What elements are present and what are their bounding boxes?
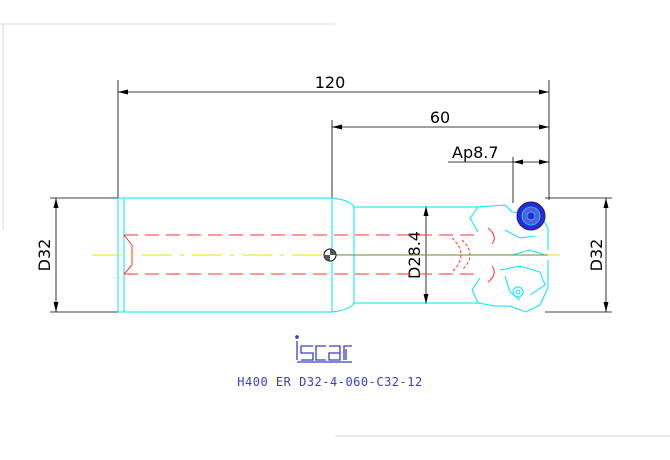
dim-label-120: 120 [315,73,346,92]
center-mark-icon [323,248,337,262]
dimension-shank-diameter: D32 [35,197,118,313]
dim-label-d32-left: D32 [35,239,54,272]
dim-label-ap: Ap8.7 [452,143,499,162]
dimension-overall-length: 120 [117,73,550,200]
part-designation: H400 ER D32-4-060-C32-12 [237,375,422,389]
dim-label-d32-right: D32 [587,239,606,272]
round-insert-icon [516,201,546,231]
iscar-logo [295,335,352,363]
dimension-head-length: 60 [331,108,549,205]
dimension-cutting-diameter: D32 [545,197,612,313]
dimension-depth-of-cut: Ap8.7 [448,143,549,203]
dim-label-60: 60 [430,108,450,127]
